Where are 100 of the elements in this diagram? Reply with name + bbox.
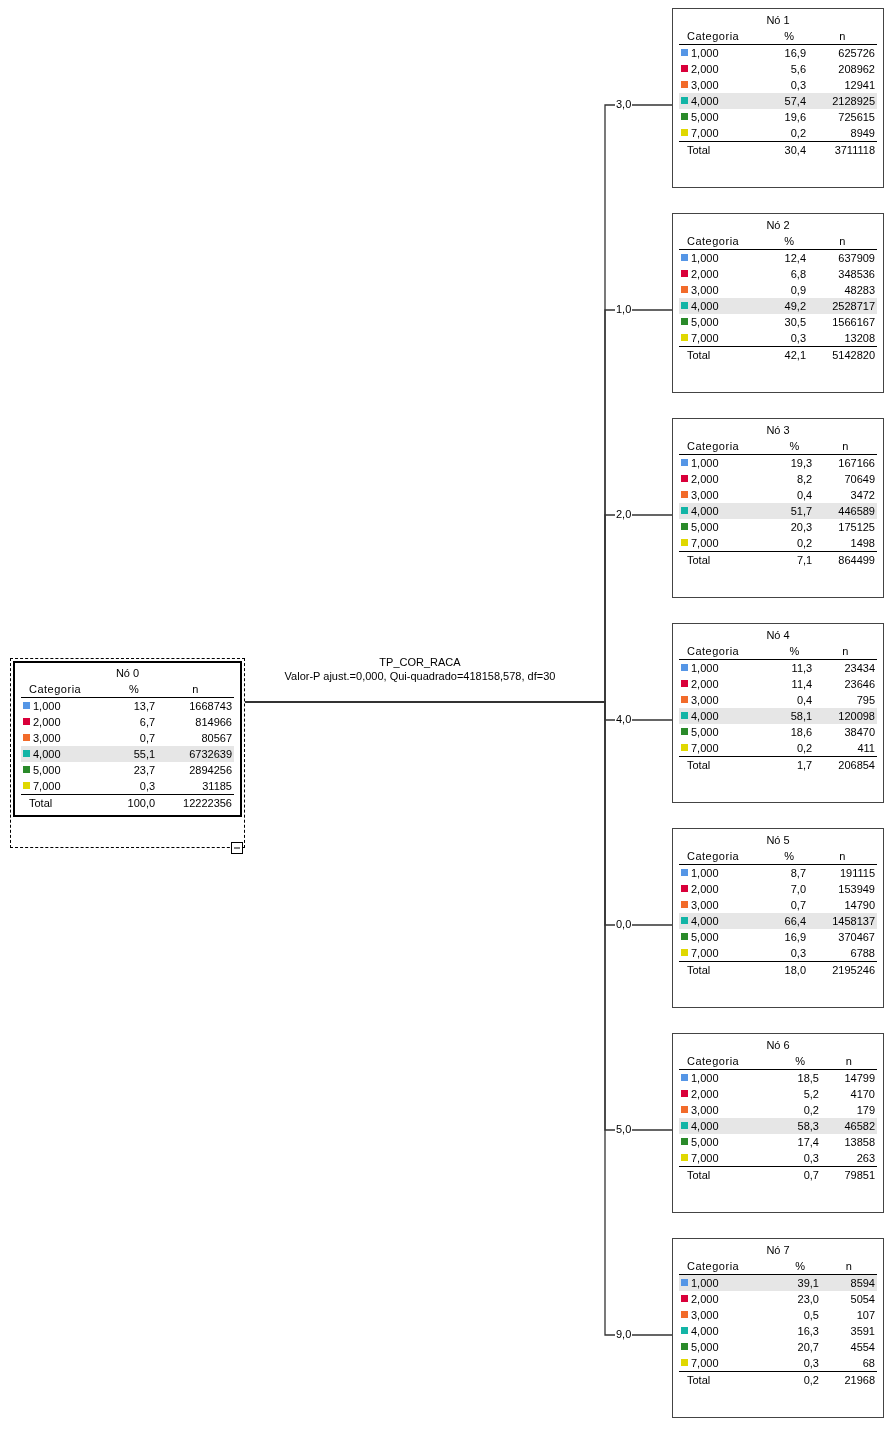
percent-value: 23,7	[133, 764, 156, 776]
percent-value: 0,7	[803, 1169, 819, 1181]
total-label: Total	[687, 349, 711, 361]
percent-value: 0,5	[803, 1309, 819, 1321]
percent-value: 57,4	[784, 95, 806, 107]
edge-label: 3,0	[615, 98, 633, 111]
percent-value: 30,5	[784, 316, 806, 328]
category-label: 7,000	[691, 127, 719, 139]
category-label: 2,000	[691, 1293, 719, 1305]
count-value: 5142820	[832, 349, 875, 361]
percent-value: 18,5	[797, 1072, 819, 1084]
node-box	[672, 8, 884, 188]
count-value: 68	[862, 1357, 875, 1369]
percent-value: 58,1	[790, 710, 813, 722]
split-variable-label: TP_COR_RACA	[379, 656, 461, 668]
category-label: 1,000	[691, 1072, 719, 1084]
percent-value: 51,7	[790, 505, 813, 517]
category-label: 3,000	[691, 694, 719, 706]
total-label: Total	[687, 964, 711, 976]
percent-value: 6,8	[790, 268, 806, 280]
category-label: 4,000	[691, 95, 719, 107]
node-box	[672, 418, 884, 598]
total-label: Total	[29, 797, 53, 809]
category-column-header: Categoria	[687, 645, 740, 657]
category-label: 4,000	[33, 748, 61, 760]
category-label: 4,000	[691, 1120, 719, 1132]
count-value: 3591	[850, 1325, 875, 1337]
category-label: 2,000	[691, 268, 719, 280]
percent-column-header: %	[129, 683, 140, 695]
count-value: 1668743	[189, 700, 232, 712]
percent-column-header: %	[784, 235, 795, 247]
count-value: 8949	[850, 127, 875, 139]
count-value: 208962	[838, 63, 875, 75]
count-column-header: n	[845, 1055, 853, 1067]
category-label: 3,000	[33, 732, 61, 744]
category-label: 2,000	[33, 716, 61, 728]
percent-value: 0,7	[139, 732, 156, 744]
count-column-header: n	[839, 850, 846, 862]
category-label: 1,000	[691, 1277, 719, 1289]
percent-value: 0,4	[796, 694, 813, 706]
percent-value: 20,7	[797, 1341, 819, 1353]
percent-value: 6,7	[139, 716, 156, 728]
percent-value: 0,2	[803, 1104, 819, 1116]
count-value: 446589	[838, 505, 875, 517]
count-value: 80567	[201, 732, 232, 744]
percent-value: 0,3	[803, 1152, 819, 1164]
percent-value: 19,3	[790, 457, 813, 469]
category-label: 7,000	[691, 332, 719, 344]
count-value: 1458137	[832, 915, 875, 927]
total-label: Total	[687, 554, 711, 566]
total-label: Total	[687, 1169, 711, 1181]
node-title: Nó 7	[766, 1244, 790, 1256]
percent-value: 16,9	[784, 47, 806, 59]
count-value: 263	[856, 1152, 875, 1164]
percent-value: 55,1	[133, 748, 156, 760]
node-title: Nó 0	[115, 667, 140, 679]
count-value: 795	[856, 694, 875, 706]
category-column-header: Categoria	[687, 235, 740, 247]
category-label: 1,000	[691, 47, 719, 59]
percent-value: 8,7	[790, 867, 806, 879]
category-column-header: Categoria	[687, 30, 740, 42]
node-title: Nó 4	[766, 629, 790, 641]
count-value: 14799	[844, 1072, 875, 1084]
count-column-header: n	[842, 440, 849, 452]
count-column-header: n	[845, 1260, 853, 1272]
count-value: 725615	[838, 111, 875, 123]
percent-value: 0,3	[139, 780, 156, 792]
node-box	[672, 213, 884, 393]
count-value: 14790	[844, 899, 875, 911]
count-value: 21968	[844, 1374, 875, 1386]
count-column-header: n	[192, 683, 199, 695]
total-label: Total	[687, 759, 711, 771]
category-label: 5,000	[691, 1341, 719, 1353]
percent-value: 1,7	[796, 759, 813, 771]
percent-value: 23,0	[797, 1293, 819, 1305]
count-column-header: n	[839, 235, 846, 247]
percent-value: 5,2	[803, 1088, 819, 1100]
percent-value: 20,3	[790, 521, 813, 533]
category-label: 3,000	[691, 79, 719, 91]
node-box	[672, 1238, 884, 1418]
percent-value: 19,6	[784, 111, 806, 123]
node-box	[672, 1033, 884, 1213]
percent-value: 42,1	[784, 349, 806, 361]
total-label: Total	[687, 1374, 711, 1386]
count-value: 5054	[850, 1293, 875, 1305]
percent-value: 7,0	[790, 883, 806, 895]
edge-label: 1,0	[615, 303, 633, 316]
count-value: 4554	[850, 1341, 875, 1353]
percent-value: 0,3	[790, 79, 806, 91]
category-label: 7,000	[691, 1152, 719, 1164]
count-value: 6732639	[189, 748, 232, 760]
percent-value: 16,9	[784, 931, 806, 943]
count-value: 2894256	[189, 764, 232, 776]
category-label: 2,000	[691, 883, 719, 895]
category-label: 2,000	[691, 473, 719, 485]
category-label: 3,000	[691, 489, 719, 501]
count-value: 8594	[850, 1277, 875, 1289]
count-value: 179	[856, 1104, 875, 1116]
percent-value: 0,7	[790, 899, 806, 911]
count-value: 6788	[850, 947, 875, 959]
